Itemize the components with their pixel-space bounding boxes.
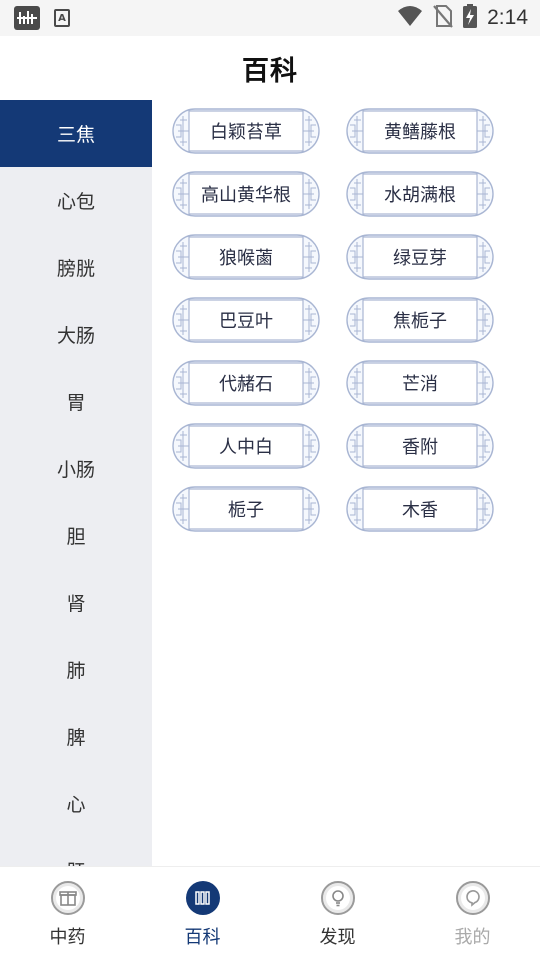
- medicine-box-icon: [50, 881, 85, 915]
- sidebar-item-xiaochang[interactable]: 小肠: [56, 459, 95, 481]
- bottom-nav: 中药 百科 发现 我的: [0, 866, 540, 960]
- page-title: 百科: [242, 55, 298, 87]
- herb-button[interactable]: 狼喉蓾: [172, 234, 320, 280]
- profile-icon: [455, 881, 490, 915]
- herb-list-panel: 白颖苔草 黄鳝藤根高山黄华根 水胡满根狼喉蓾 绿豆芽巴豆叶 焦栀子代赭石 芒消人中白 香附栀…: [152, 100, 540, 866]
- nav-label-discover: 发现: [319, 927, 356, 948]
- header: 百科: [0, 36, 540, 100]
- herb-button-label: 狼喉蓾: [219, 248, 273, 269]
- a-notification-icon: A: [54, 9, 70, 27]
- sidebar-item-sanjiao[interactable]: 三焦: [0, 100, 152, 167]
- herb-button-label: 栀子: [228, 500, 264, 521]
- herb-button-frame: [172, 360, 320, 406]
- nav-label-encyclopedia: 百科: [184, 927, 221, 948]
- status-left-icons: A: [14, 6, 70, 30]
- sidebar-item-fei[interactable]: 肺: [66, 660, 86, 682]
- app-notification-icon: [14, 6, 40, 30]
- herb-button[interactable]: 木香: [346, 486, 494, 532]
- status-right-icons: 2:14: [397, 4, 528, 32]
- herb-button[interactable]: 白颖苔草: [172, 108, 320, 154]
- nav-tab-medicine[interactable]: 中药: [0, 867, 135, 960]
- sidebar-item-pi[interactable]: 脾: [66, 727, 86, 749]
- battery-charging-icon: [463, 4, 478, 32]
- nav-tab-profile[interactable]: 我的: [405, 867, 540, 960]
- sidebar-item-shen[interactable]: 肾: [66, 593, 86, 615]
- sidebar-item-xinbao[interactable]: 心包: [56, 191, 95, 213]
- herb-button-label: 绿豆芽: [393, 248, 447, 269]
- sidebar-item-gan[interactable]: 肝: [0, 837, 152, 866]
- herb-grid: 白颖苔草 黄鳝藤根高山黄华根 水胡满根狼喉蓾 绿豆芽巴豆叶 焦栀子代赭石 芒消人中白 香附栀…: [172, 108, 494, 532]
- herb-button-frame: [346, 486, 494, 532]
- herb-button[interactable]: 代赭石: [172, 360, 320, 406]
- no-sim-icon: [433, 4, 453, 32]
- herb-button-label: 代赭石: [219, 374, 273, 395]
- nav-tab-discover[interactable]: 发现: [270, 867, 405, 960]
- sidebar[interactable]: 三焦 心包 膀胱 大肠 胃 小肠 胆 肾 肺 脾 心 肝: [0, 100, 152, 866]
- herb-button-frame: [172, 297, 320, 343]
- herb-button[interactable]: 栀子: [172, 486, 320, 532]
- herb-button-label: 焦栀子: [393, 311, 447, 332]
- lightbulb-icon: [320, 881, 355, 915]
- herb-button-label: 巴豆叶: [219, 311, 273, 332]
- herb-button[interactable]: 人中白: [172, 423, 320, 469]
- herb-button-frame: [346, 297, 494, 343]
- nav-label-medicine: 中药: [49, 927, 86, 948]
- herb-button-label: 水胡满根: [384, 185, 456, 206]
- herb-button-frame: [172, 423, 320, 469]
- books-icon: [185, 881, 220, 915]
- herb-button-frame: [346, 360, 494, 406]
- herb-button[interactable]: 绿豆芽: [346, 234, 494, 280]
- sidebar-item-dachang[interactable]: 大肠: [56, 325, 95, 347]
- herb-button-label: 香附: [402, 437, 438, 458]
- nav-label-profile: 我的: [454, 927, 491, 948]
- herb-button-frame: [346, 234, 494, 280]
- herb-button-label: 人中白: [219, 437, 273, 458]
- herb-button-label: 木香: [402, 500, 438, 521]
- sidebar-item-xin[interactable]: 心: [66, 794, 86, 816]
- herb-button[interactable]: 水胡满根: [346, 171, 494, 217]
- herb-button-label: 芒消: [402, 374, 438, 395]
- sidebar-item-wei[interactable]: 胃: [66, 392, 86, 414]
- wifi-icon: [397, 5, 423, 31]
- herb-button[interactable]: 芒消: [346, 360, 494, 406]
- herb-button[interactable]: 巴豆叶: [172, 297, 320, 343]
- herb-button-frame: [346, 108, 494, 154]
- herb-button-frame: [172, 108, 320, 154]
- nav-tab-encyclopedia[interactable]: 百科: [135, 867, 270, 960]
- herb-button-frame: [346, 171, 494, 217]
- herb-button-frame: [172, 171, 320, 217]
- herb-button-frame: [172, 486, 320, 532]
- status-bar: A 2:14: [0, 0, 540, 36]
- herb-button-frame: [172, 234, 320, 280]
- sidebar-item-dan[interactable]: 胆: [66, 526, 86, 548]
- status-time: 2:14: [487, 6, 528, 29]
- herb-button[interactable]: 高山黄华根: [172, 171, 320, 217]
- herb-button[interactable]: 黄鳝藤根: [346, 108, 494, 154]
- herb-button-label: 高山黄华根: [201, 185, 291, 206]
- herb-button-frame: [346, 423, 494, 469]
- sidebar-item-pangguang[interactable]: 膀胱: [56, 258, 95, 280]
- herb-button-label: 黄鳝藤根: [384, 122, 456, 143]
- herb-button-label: 白颖苔草: [210, 122, 282, 143]
- herb-button[interactable]: 焦栀子: [346, 297, 494, 343]
- herb-button[interactable]: 香附: [346, 423, 494, 469]
